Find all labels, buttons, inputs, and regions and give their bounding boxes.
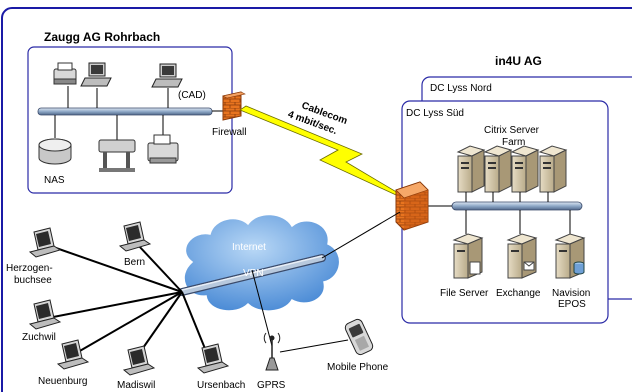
- laser-printer-icon: [147, 134, 179, 164]
- gprs-link: [251, 269, 273, 347]
- herzogenbuchsee-label-line2: buchsee: [14, 275, 52, 286]
- zaugg-firewall-label: Firewall: [212, 127, 246, 138]
- citrix-farm-label-line1: Citrix Server: [484, 125, 540, 136]
- madiswil-label: Madiswil: [117, 380, 155, 391]
- zaugg-lan-backbone: [37, 107, 213, 116]
- gprs-antenna-icon: [263, 332, 281, 371]
- mobile-phone-icon: [344, 318, 374, 356]
- outer-frame: [1, 7, 632, 392]
- cad-label: (CAD): [178, 90, 206, 101]
- nas-label: NAS: [44, 175, 65, 186]
- zaugg-site-title: Zaugg AG Rohrbach: [44, 30, 160, 44]
- ursenbach-label: Ursenbach: [197, 380, 245, 391]
- zaugg-firewall-icon: [222, 91, 246, 121]
- in4u-site-title: in4U AG: [495, 54, 542, 68]
- nas-disk-icon: [38, 138, 72, 165]
- dc-lan-backbone: [451, 201, 583, 211]
- exchange-label: Exchange: [496, 288, 541, 299]
- bern-label: Bern: [124, 257, 145, 268]
- internet-label: Internet: [232, 242, 266, 253]
- dc-lyss-sued-label: DC Lyss Süd: [406, 108, 464, 119]
- laptop-icon: [118, 221, 152, 252]
- file-server-label: File Server: [440, 288, 489, 299]
- dc-firewall-icon: [395, 181, 429, 231]
- printer-icon: [53, 62, 77, 85]
- citrix-farm-label-line2: Farm: [502, 137, 525, 148]
- vpn-to-dc-link: [321, 211, 401, 259]
- cad-workstation-icon: [151, 63, 183, 88]
- navision-label-line2: EPOS: [558, 299, 586, 310]
- cablecom-link-bolt: [239, 105, 421, 207]
- zaugg-lan-drops: [54, 86, 224, 140]
- gprs-label: GPRS: [257, 380, 286, 391]
- citrix-server-farm-icon: [456, 145, 568, 193]
- exchange-server-icon: [506, 233, 538, 279]
- laptop-icon: [28, 299, 62, 330]
- vpn-tunnel: [178, 254, 326, 296]
- zuchwil-label: Zuchwil: [22, 332, 56, 343]
- laptop-icon: [122, 345, 156, 376]
- file-server-icon: [452, 233, 484, 279]
- workstation-icon: [80, 62, 112, 87]
- dc-lan-drops: [425, 192, 571, 234]
- plotter-icon: [98, 139, 136, 172]
- internet-cloud: [183, 213, 341, 312]
- zaugg-site-box: [27, 46, 233, 194]
- mobile-phone-label: Mobile Phone: [327, 362, 389, 373]
- laptop-icon: [56, 339, 90, 370]
- dc-lyss-nord-label: DC Lyss Nord: [430, 83, 492, 94]
- navision-label-line1: Navision: [552, 288, 590, 299]
- herzogenbuchsee-label-line1: Herzogen-: [6, 263, 53, 274]
- laptop-icon: [28, 227, 62, 258]
- laptop-icon: [196, 343, 230, 374]
- gprs-to-phone-link: [279, 339, 349, 353]
- navision-server-icon: [554, 233, 586, 279]
- neuenburg-label: Neuenburg: [38, 376, 87, 387]
